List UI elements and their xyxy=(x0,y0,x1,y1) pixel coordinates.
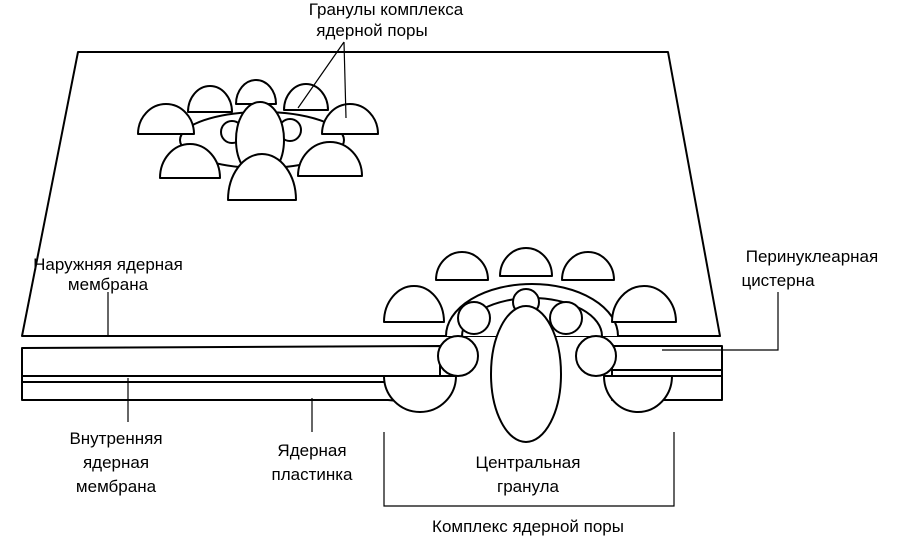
pore-side-granule xyxy=(437,335,479,377)
pore-granule xyxy=(561,251,615,281)
top-granule xyxy=(159,143,221,179)
central-granule xyxy=(490,305,562,443)
label-granules-2: ядерной поры xyxy=(316,21,427,40)
label-pore-complex: Комплекс ядерной поры xyxy=(432,517,624,536)
pore-granule xyxy=(435,251,489,281)
top-granule xyxy=(187,85,233,113)
pore-lower-granule xyxy=(383,375,457,413)
pore-side-granule xyxy=(575,335,617,377)
label-inner-membrane-1: Внутренняя xyxy=(69,429,162,448)
top-granule xyxy=(137,103,195,135)
label-central-granule-2: гранула xyxy=(497,477,560,496)
pore-lower-granule xyxy=(603,375,673,413)
label-perinuclear-2: цистерна xyxy=(741,271,815,290)
label-perinuclear-1: Перинуклеарная xyxy=(746,247,878,266)
top-granule xyxy=(235,79,277,105)
pore-small-granule xyxy=(549,301,583,335)
label-outer-membrane-2: мембрана xyxy=(68,275,149,294)
label-lamina-2: пластинка xyxy=(271,465,353,484)
label-granules-1: Гранулы комплекса xyxy=(309,0,464,19)
label-central-granule-1: Центральная xyxy=(476,453,581,472)
label-inner-membrane-3: мембрана xyxy=(76,477,157,496)
label-inner-membrane-2: ядерная xyxy=(83,453,149,472)
pore-granule xyxy=(611,285,677,323)
top-granule xyxy=(297,141,363,177)
label-outer-membrane-1: Наружняя ядерная xyxy=(33,255,183,274)
pore-small-granule xyxy=(457,301,491,335)
label-lamina-1: Ядерная xyxy=(277,441,346,460)
leader-granules xyxy=(343,41,347,119)
top-granule xyxy=(321,103,379,135)
leader-perinuclear xyxy=(662,292,779,351)
bracket-pore-complex xyxy=(383,432,675,507)
pore-granule xyxy=(499,247,553,277)
pore-granule xyxy=(383,285,445,323)
leader-granules xyxy=(297,41,345,109)
top-granule xyxy=(227,153,297,201)
